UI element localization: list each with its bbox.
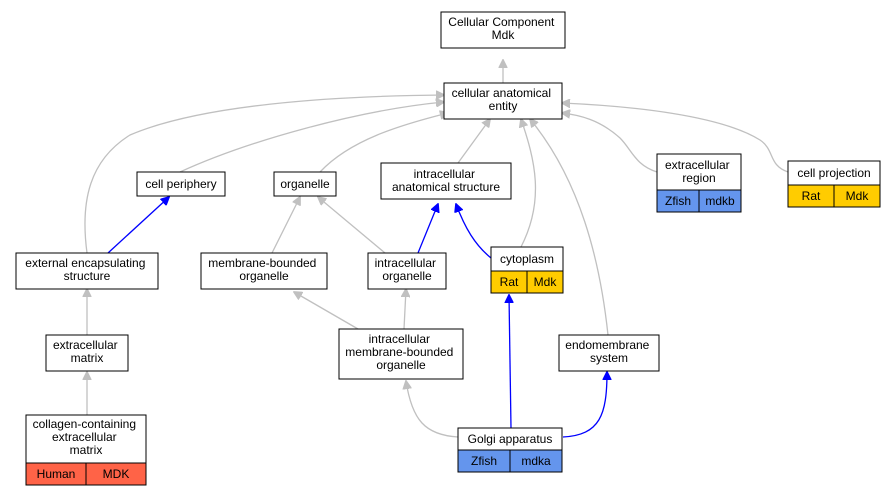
svg-text:organelle: organelle	[280, 177, 330, 191]
node-cellular-component-line-1: Cellular Component	[448, 15, 555, 29]
node-collagen-ecm-line-3: matrix	[70, 443, 103, 457]
edge-ias-to-cae	[457, 119, 490, 164]
node-cellular-component[interactable]: Cellular Component Mdk	[440, 11, 566, 49]
edge-cell-periphery-to-cae	[179, 102, 444, 173]
node-cellular-anatomical-entity[interactable]: cellular anatomical entity	[443, 82, 563, 120]
svg-text:Cellular Component Mdk: Cellular Component Mdk	[448, 15, 557, 42]
tag-gene-label: Mdk	[534, 275, 558, 289]
edge-endomembrane-to-cae	[530, 119, 609, 336]
node-extracellular-matrix[interactable]: extracellular matrix	[45, 334, 129, 372]
svg-text:intracellular anatomic: intracellular anatomical structure	[392, 167, 500, 194]
node-mbo-line-1: membrane-bounded	[208, 256, 316, 270]
node-imbo-line-2: membrane-bounded	[345, 345, 453, 359]
tag-species-label: Zfish	[471, 454, 497, 468]
node-intra-organelle-line-1: intracellular	[375, 256, 436, 270]
tag-species-label: Rat	[500, 275, 519, 289]
tag-gene-label: mdka	[521, 454, 551, 468]
svg-text:membrane-bounded organ: membrane-bounded organelle	[208, 256, 319, 283]
tag-species-label: Human	[37, 467, 76, 481]
svg-text:cytoplasm: cytoplasm	[500, 252, 554, 266]
tag-gene-cell	[526, 270, 564, 294]
node-organelle[interactable]: organelle	[273, 171, 337, 197]
node-golgi-label: Golgi apparatus	[468, 432, 553, 446]
svg-text:extracellular matrix: extracellular matrix	[53, 338, 121, 365]
node-endomembrane-line-2: system	[590, 351, 628, 365]
edge-ext-encap-to-cae	[84, 95, 444, 254]
node-cell-periphery[interactable]: cell periphery	[136, 171, 226, 197]
tag-species-label: Rat	[802, 189, 821, 203]
node-collagen-containing-extracellular-matrix[interactable]: collagen-containing extracellular matrix…	[25, 414, 147, 486]
node-membrane-bounded-organelle[interactable]: membrane-bounded organelle	[200, 252, 328, 290]
node-intracellular-membrane-bounded-organelle[interactable]: intracellular membrane-bounded organelle	[338, 328, 464, 380]
svg-text:intracellular organell: intracellular organelle	[375, 256, 440, 283]
svg-text:intracellular membrane: intracellular membrane-bounded organelle	[345, 332, 456, 372]
svg-text:Golgi apparatus: Golgi apparatus	[468, 432, 553, 446]
edges	[84, 60, 789, 438]
node-cell-periphery-label: cell periphery	[145, 177, 216, 191]
tag-gene-cell	[509, 449, 563, 473]
node-imbo-line-3: organelle	[376, 358, 426, 372]
node-ecm-line-1: extracellular	[53, 338, 118, 352]
node-extracellular-region[interactable]: extracellular region Zfish mdkb	[656, 153, 742, 213]
node-ext-encap-line-2: structure	[64, 269, 111, 283]
node-collagen-ecm-line-1: collagen-containing	[33, 417, 136, 431]
svg-text:cell periphery: cell periphery	[145, 177, 216, 191]
tag-gene-cell	[833, 184, 881, 208]
tag-gene-label: MDK	[103, 467, 130, 481]
svg-text:endomembrane system: endomembrane system	[565, 338, 652, 365]
node-ext-encap-line-1: external encapsulating	[25, 256, 145, 270]
edge-imbo-to-mbo	[294, 292, 359, 330]
node-golgi-apparatus[interactable]: Golgi apparatus Zfish mdka	[457, 427, 563, 473]
edge-golgi-to-cytoplasm	[509, 295, 511, 429]
edge-ext-encap-to-cell-periphery	[107, 197, 169, 254]
node-organelle-label: organelle	[280, 177, 330, 191]
node-mbo-line-2: organelle	[239, 269, 289, 283]
node-extracellular-region-line-2: region	[682, 171, 715, 185]
tag-species-label: Zfish	[665, 194, 691, 208]
node-cytoplasm-label: cytoplasm	[500, 252, 554, 266]
node-ecm-line-2: matrix	[71, 351, 104, 365]
tag-gene-label: mdkb	[705, 194, 735, 208]
edge-golgi-to-endomembrane	[562, 372, 607, 438]
edge-intra-organelle-to-organelle	[318, 197, 386, 254]
edge-golgi-to-imbo	[406, 381, 459, 438]
edge-extracellular-region-to-cae	[562, 113, 658, 173]
node-collagen-ecm-line-2: extracellular	[52, 430, 117, 444]
node-extracellular-region-line-1: extracellular	[665, 158, 730, 172]
node-cell-projection[interactable]: cell projection Rat Mdk	[787, 160, 881, 208]
node-cell-projection-label: cell projection	[797, 166, 870, 180]
svg-text:cell projection: cell projection	[797, 166, 870, 180]
node-cellular-component-line-2: Mdk	[492, 28, 516, 42]
node-cytoplasm[interactable]: cytoplasm Rat Mdk	[490, 246, 564, 294]
node-cae-line-1: cellular anatomical	[452, 86, 551, 100]
nodes: Cellular Component Mdk cellular anatomic…	[15, 11, 881, 486]
node-ias-line-2: anatomical structure	[392, 180, 500, 194]
node-endomembrane-system[interactable]: endomembrane system	[558, 334, 660, 372]
tag-gene-cell	[85, 462, 147, 486]
edge-cell-projection-to-cae	[562, 103, 789, 173]
svg-text:extracellular region: extracellular region	[665, 158, 733, 185]
svg-text:external encapsulating: external encapsulating structure	[25, 256, 148, 283]
edge-cytoplasm-to-cae	[521, 119, 537, 248]
node-intra-organelle-line-2: organelle	[382, 269, 432, 283]
node-external-encapsulating-structure[interactable]: external encapsulating structure	[15, 252, 159, 290]
edge-organelle-to-cae	[319, 113, 448, 173]
edge-mbo-to-organelle	[271, 197, 300, 254]
tag-gene-cell	[698, 189, 742, 213]
node-imbo-line-1: intracellular	[369, 332, 430, 346]
tag-gene-label: Mdk	[846, 189, 870, 203]
node-intracellular-organelle[interactable]: intracellular organelle	[367, 252, 447, 290]
edge-cytoplasm-to-ias	[456, 204, 492, 259]
node-cae-line-2: entity	[489, 99, 518, 113]
svg-text:collagen-containing ex: collagen-containing extracellular matrix	[33, 417, 140, 457]
node-intracellular-anatomical-structure[interactable]: intracellular anatomical structure	[380, 162, 512, 200]
svg-text:cellular anatomical en: cellular anatomical entity	[452, 86, 555, 113]
node-ias-line-1: intracellular	[414, 167, 475, 181]
edge-imbo-to-intra-organelle	[404, 289, 406, 330]
edge-intra-organelle-to-ias	[417, 204, 438, 254]
node-endomembrane-line-1: endomembrane	[565, 338, 649, 352]
